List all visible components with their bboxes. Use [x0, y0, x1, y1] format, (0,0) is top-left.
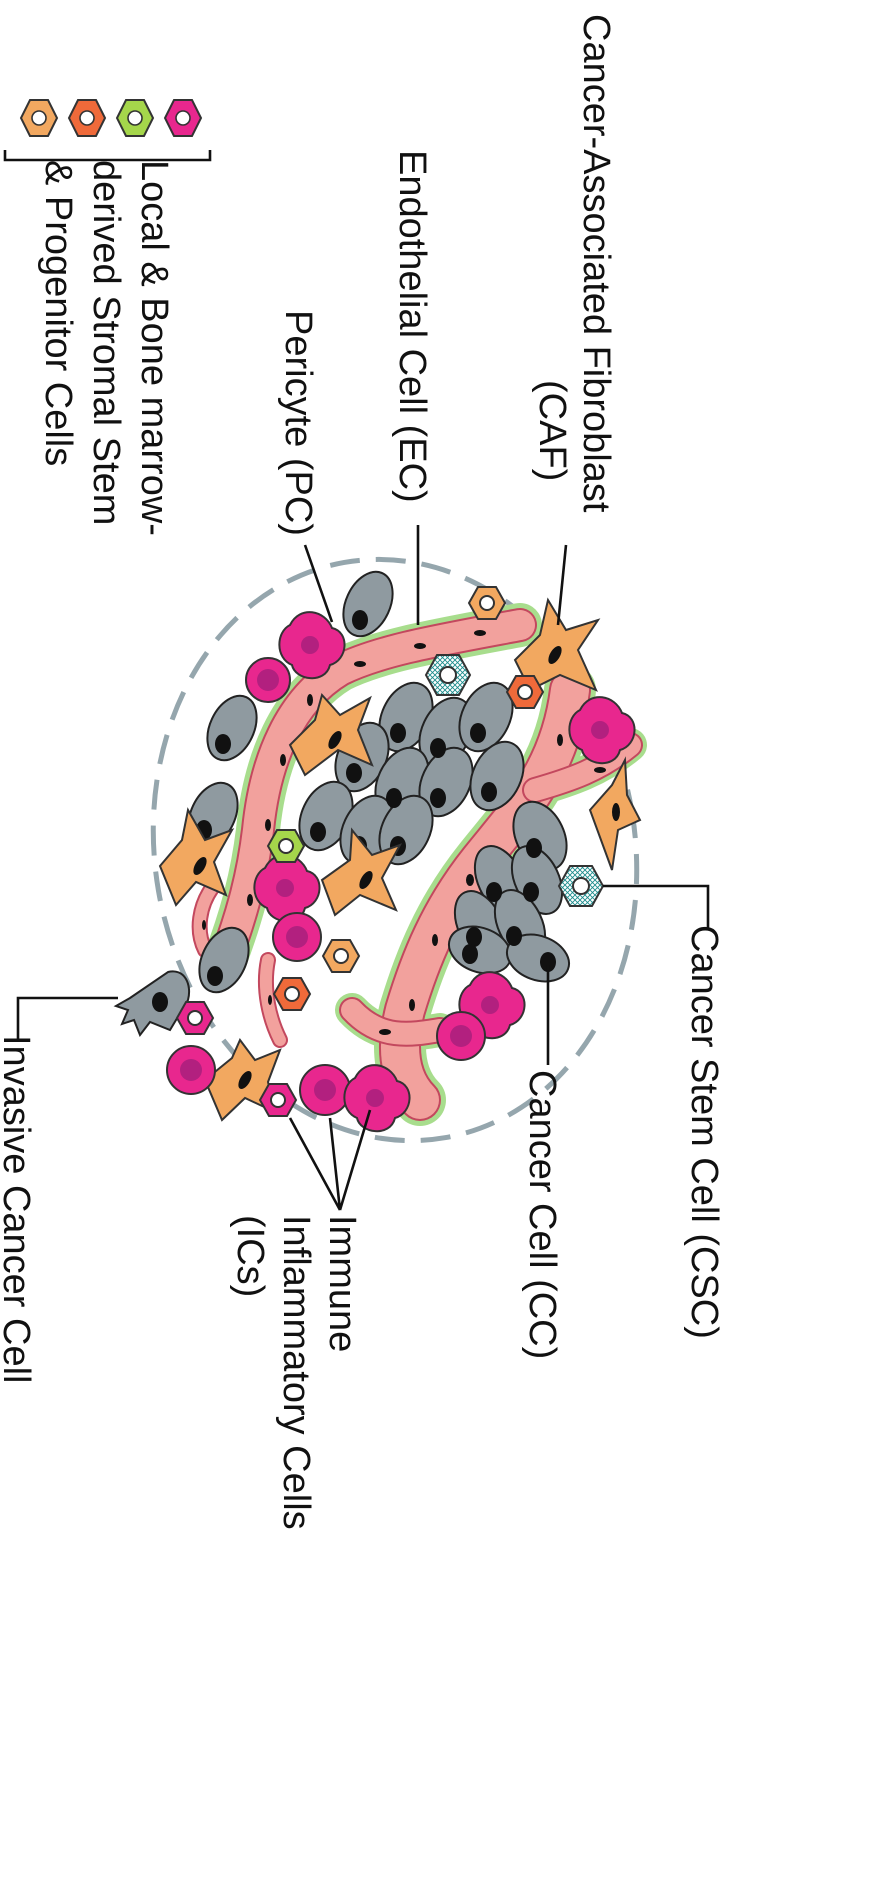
caf-label: Cancer-Associated Fibroblast	[575, 14, 617, 513]
cc-label: Cancer Cell (CC)	[521, 1070, 563, 1359]
progenitor-label-line3: & Progenitor Cells	[37, 160, 79, 466]
csc-leader-line	[603, 886, 708, 930]
progenitor-cell-red	[507, 676, 543, 708]
progenitor-cell-green	[268, 830, 304, 862]
progenitor-cell-red-2	[274, 978, 310, 1010]
csc-label: Cancer Stem Cell (CSC)	[683, 925, 725, 1339]
progenitor-cell-magenta-2	[260, 1084, 296, 1116]
caf-leader-line	[558, 545, 566, 625]
progenitor-label-line2: derived Stromal Stem	[85, 160, 127, 525]
progenitor-label-line1: Local & Bone marrow-	[133, 160, 175, 536]
progenitor-cell-magenta-icon	[165, 100, 201, 136]
legend-bracket	[5, 150, 210, 160]
progenitor-cell-red-icon	[69, 100, 105, 136]
progenitor-cell-orange	[469, 587, 505, 619]
invasive-cancer-cell	[116, 971, 189, 1035]
cancer-stem-cell-2	[559, 866, 603, 906]
caf-abbrev-label: (CAF)	[531, 380, 573, 481]
progenitor-cell-orange-icon	[21, 100, 57, 136]
progenitor-cell-orange-2	[323, 940, 359, 972]
ic-label-line2: Inflammatory Cells	[275, 1215, 317, 1530]
ic-label-line3: (ICs)	[229, 1215, 271, 1297]
pc-leader-line	[305, 545, 332, 622]
progenitor-cell-green-icon	[117, 100, 153, 136]
progenitor-cell-magenta	[177, 1002, 213, 1034]
invasive-label: Invasive Cancer Cell	[0, 1035, 37, 1383]
ec-label: Endothelial Cell (EC)	[391, 150, 433, 503]
ic-label-line1: Immune	[321, 1215, 363, 1352]
ic-leader-lines	[290, 1110, 370, 1210]
invasive-leader-line	[18, 998, 118, 1040]
pc-label: Pericyte (PC)	[277, 310, 319, 536]
cancer-stem-cell	[426, 655, 470, 695]
progenitor-legend	[5, 100, 210, 160]
